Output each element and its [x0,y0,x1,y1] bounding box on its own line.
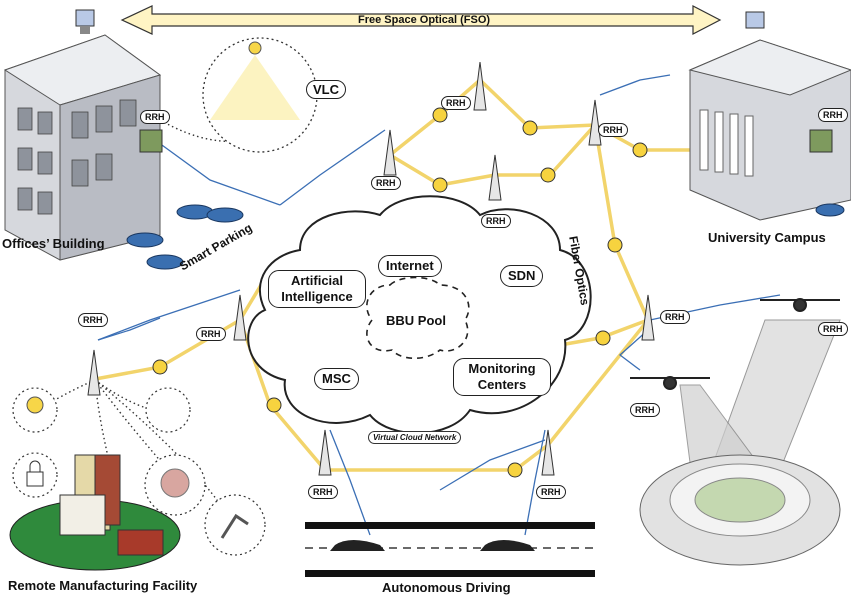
offices-building-illustration [3,9,163,261]
rrh-badge: RRH [308,485,338,499]
autonomous-driving-label: Autonomous Driving [382,580,511,595]
virtual-cloud-label: Virtual Cloud Network [368,431,462,444]
vlc-area [202,37,318,153]
rrh-badge: RRH [140,110,170,124]
iot-icons [26,396,249,539]
rrh-badge: RRH [196,327,226,341]
ai-node: Artificial Intelligence [268,270,366,308]
rrh-badge: RRH [481,214,511,228]
rrh-badge: RRH [371,176,401,190]
internet-node: Internet [378,255,442,277]
manufacturing-illustration [9,454,181,571]
fiber-couplers [152,107,648,478]
rrh-badge: RRH [598,123,628,137]
rrh-badge: RRH [818,108,848,122]
sdn-node: SDN [500,265,544,287]
wireless-links [97,74,781,536]
msc-node: MSC [314,368,359,390]
vlc-label: VLC [306,80,346,99]
manufacturing-label: Remote Manufacturing Facility [8,578,198,593]
fso-label: Free Space Optical (FSO) [358,14,491,26]
road [305,522,595,577]
rrh-badge: RRH [818,322,848,336]
offices-label: Offices’ Building [2,236,105,251]
parking-cars [126,203,845,270]
rrh-badge: RRH [441,96,471,110]
fso-arrow [120,5,722,35]
rrh-badge: RRH [630,403,660,417]
rrh-badge: RRH [660,310,690,324]
university-label: University Campus [708,230,826,245]
towers [87,61,655,476]
rrh-badge: RRH [78,313,108,327]
monitoring-node: Monitoring Centers [453,358,551,396]
rrh-badge: RRH [536,485,566,499]
uav-drones [630,298,840,390]
bbu-pool-label: BBU Pool [386,313,446,328]
stadium-illustration [639,319,841,566]
university-building-illustration [688,11,851,221]
